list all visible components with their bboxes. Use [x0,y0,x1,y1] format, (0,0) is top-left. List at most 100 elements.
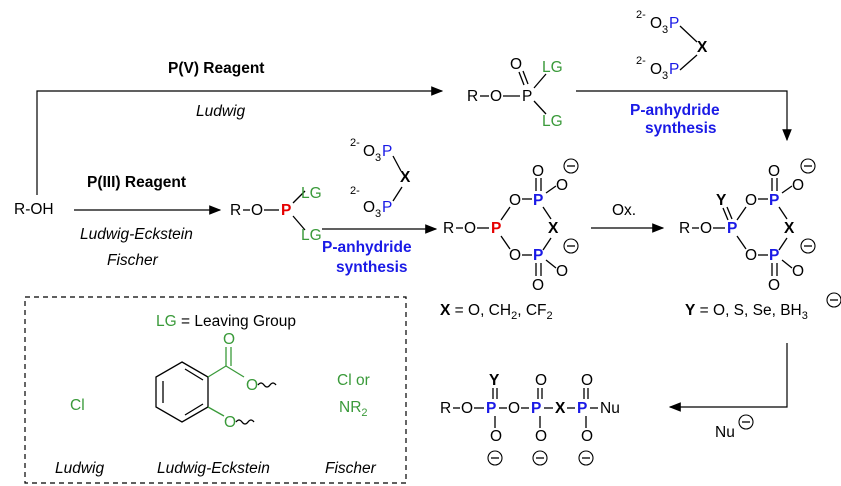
svg-text:P: P [533,247,543,264]
svg-text:LG: LG [542,113,563,130]
anhydride-top-2: synthesis [645,120,717,137]
legend-cl-or: Cl or [337,372,370,389]
svg-text:O: O [490,428,502,445]
svg-text:O: O [535,372,547,389]
svg-text:X: X [548,220,559,237]
svg-text:O: O [224,414,236,431]
svg-text:O: O [792,177,804,194]
svg-text:R: R [440,400,451,417]
svg-text:2-: 2- [350,185,360,197]
svg-text:O: O [363,143,375,160]
svg-text:O: O [581,372,593,389]
svg-text:X: X [784,220,795,237]
piii-reagent-label: P(III) Reagent [87,174,186,191]
cyclic-pv-product: R O P Y O P X P O O O O O [679,158,816,294]
svg-text:O: O [251,202,263,219]
svg-text:P: P [382,143,392,160]
svg-text:R: R [443,220,454,237]
svg-text:Nu: Nu [600,400,620,417]
svg-text:O: O [700,220,712,237]
svg-text:Y: Y [716,192,727,209]
bottom-right-arrow [668,343,788,412]
svg-text:O: O [650,61,662,78]
y-substituent-list: Y = O, S, Se, BH3 [685,292,841,322]
svg-text:O: O [490,88,502,105]
svg-text:P: P [486,400,496,417]
svg-text:LG: LG [542,59,563,76]
svg-text:P: P [769,247,779,264]
x-substituent-list: X = O, CH2, CF2 [440,302,553,322]
svg-text:O: O [508,400,520,417]
svg-text:LG: LG [301,227,322,244]
svg-text:2-: 2- [350,137,360,149]
svg-text:P: P [727,220,737,237]
svg-text:P: P [533,192,543,209]
svg-text:LG: LG [301,185,322,202]
svg-text:O: O [792,263,804,280]
svg-text:O: O [745,247,757,264]
svg-text:R: R [230,202,241,219]
salicyl-structure: O O O [155,331,277,431]
svg-text:P: P [669,61,679,78]
svg-text:O: O [581,428,593,445]
anhydride-mid-1: P-anhydride [322,239,412,256]
svg-text:X: X [555,400,566,417]
svg-text:O: O [532,277,544,294]
cyclic-piii-intermediate: R O P O P X P O O O O O [443,158,579,294]
svg-text:3: 3 [375,208,381,220]
svg-text:P: P [531,400,541,417]
svg-text:P: P [669,15,679,32]
svg-text:P: P [577,400,587,417]
svg-text:Y: Y [489,372,500,389]
bisphosphonate-reagent-top: 2- O 3 P X 2- O 3 P [636,9,708,82]
svg-text:O: O [223,331,235,348]
svg-text:2-: 2- [636,55,646,67]
svg-text:P: P [382,199,392,216]
svg-text:O: O [556,177,568,194]
ludwig-top-label: Ludwig [196,103,245,120]
svg-text:O: O [535,428,547,445]
svg-text:O: O [768,277,780,294]
svg-text:O: O [510,56,522,73]
svg-text:X = O, CH2, CF2: X = O, CH2, CF2 [440,302,553,322]
legend-name-fischer: Fischer [325,460,377,477]
oxidation-label: Ox. [612,202,636,219]
nucleophile-label: Nu [715,414,754,441]
pv-reagent-label: P(V) Reagent [168,60,264,77]
svg-text:3: 3 [662,24,668,36]
svg-text:2-: 2- [636,9,646,21]
piii-intermediate: R O P LG LG [230,185,322,244]
bisphosphonate-reagent-middle: 2- O 3 P X 2- O 3 P [350,137,411,220]
svg-text:O: O [556,263,568,280]
svg-text:O: O [464,220,476,237]
roh-label: R-OH [14,201,54,218]
pv-intermediate: R O P O LG LG [467,56,563,130]
top-route-arrow [36,86,444,195]
svg-text:3: 3 [375,152,381,164]
leaving-group-legend [24,296,407,484]
final-product: R O P Y O O P O O X P O O Nu [440,372,620,466]
svg-text:3: 3 [662,70,668,82]
svg-text:O: O [768,163,780,180]
svg-text:O: O [246,377,258,394]
svg-text:O: O [509,247,521,264]
svg-text:X: X [400,169,411,186]
lg-definition: LG = Leaving Group [156,313,296,330]
svg-text:O: O [509,192,521,209]
svg-text:X: X [697,39,708,56]
fischer-label: Fischer [107,252,159,269]
legend-nr2: NR2 [339,399,368,419]
ludwig-eckstein-label: Ludwig-Eckstein [80,226,193,243]
svg-text:R: R [467,88,478,105]
svg-text:P: P [522,88,532,105]
svg-text:O: O [745,192,757,209]
anhydride-mid-2: synthesis [336,259,408,276]
svg-text:P: P [491,220,501,237]
svg-text:Nu: Nu [715,424,735,441]
legend-name-ludwig: Ludwig [55,460,104,477]
svg-text:P: P [281,202,291,219]
svg-text:O: O [363,199,375,216]
svg-text:R: R [679,220,690,237]
